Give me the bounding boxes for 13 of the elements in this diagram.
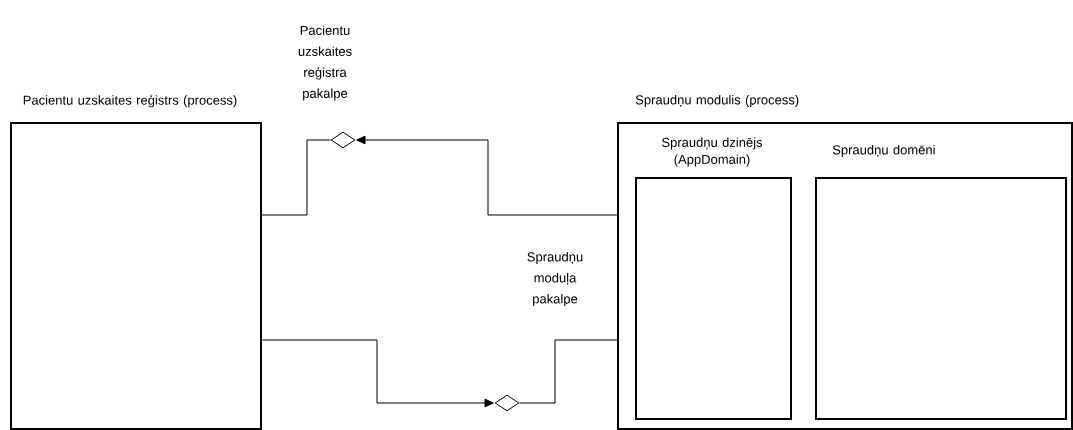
- connector: [356, 135, 366, 145]
- service-label: Spraudņu moduļa pakalpe: [527, 251, 583, 307]
- process-box: Pacientu uzskaites reģistrs (process): [10, 94, 262, 430]
- node-label: Spraudņu dzinējs (AppDomain): [662, 137, 763, 167]
- service-label: Pacientu uzskaites reģistra pakalpe: [298, 25, 352, 101]
- node-label: Spraudņu domēni: [832, 144, 935, 158]
- process-box: Spraudņu domēni: [815, 144, 1067, 420]
- process-box: Spraudņu dzinējs (AppDomain): [635, 137, 792, 420]
- diamond-symbol: [330, 131, 356, 149]
- node-label: Pacientu uzskaites reģistrs (process): [23, 94, 237, 108]
- diamond-symbol: [494, 394, 520, 412]
- connector: [484, 398, 494, 408]
- node-label: Spraudņu modulis (process): [635, 94, 799, 108]
